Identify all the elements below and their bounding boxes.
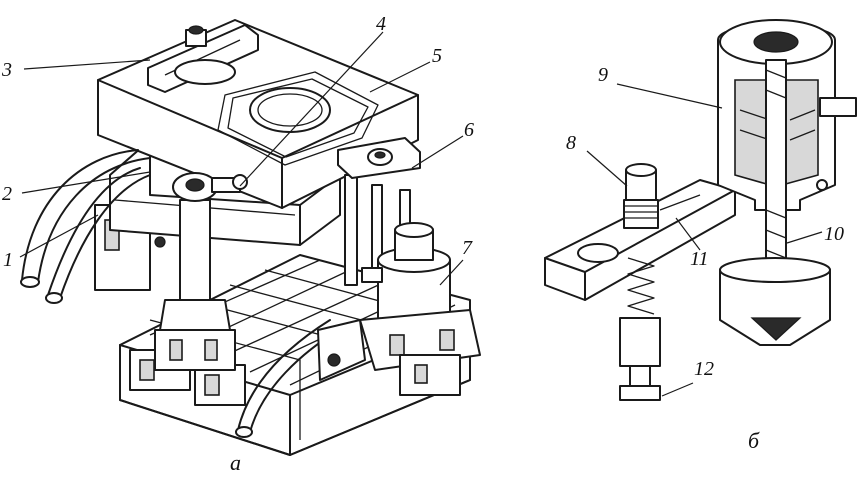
clamp-lever	[544, 179, 736, 301]
label-5: 5	[432, 45, 442, 67]
hydraulic-cylinder	[317, 222, 481, 396]
label-4: 4	[376, 13, 386, 35]
label-12: 12	[694, 358, 714, 380]
label-3: 3	[1, 59, 12, 81]
label-9: 9	[598, 64, 608, 86]
label-6: 6	[464, 119, 474, 141]
clamp-detail-b	[544, 19, 857, 401]
label-1: 1	[3, 249, 13, 271]
fixture-assembly-a	[20, 19, 481, 456]
label-2: 2	[2, 183, 12, 205]
caption-a: а	[230, 450, 241, 475]
clamp-column	[154, 172, 248, 371]
labels-b: 9 8 11 10 12 б	[566, 64, 844, 453]
labels-a: 3 2 1 4 5 6 7 а	[1, 13, 474, 475]
stud-with-spring	[619, 163, 661, 401]
label-7: 7	[462, 237, 473, 259]
top-clamp-bar	[147, 24, 259, 93]
label-11: 11	[690, 248, 709, 270]
label-8: 8	[566, 132, 576, 154]
label-10: 10	[824, 223, 844, 245]
guide-rods	[337, 137, 421, 286]
caption-b: б	[748, 428, 760, 453]
piston-rod	[719, 59, 831, 346]
